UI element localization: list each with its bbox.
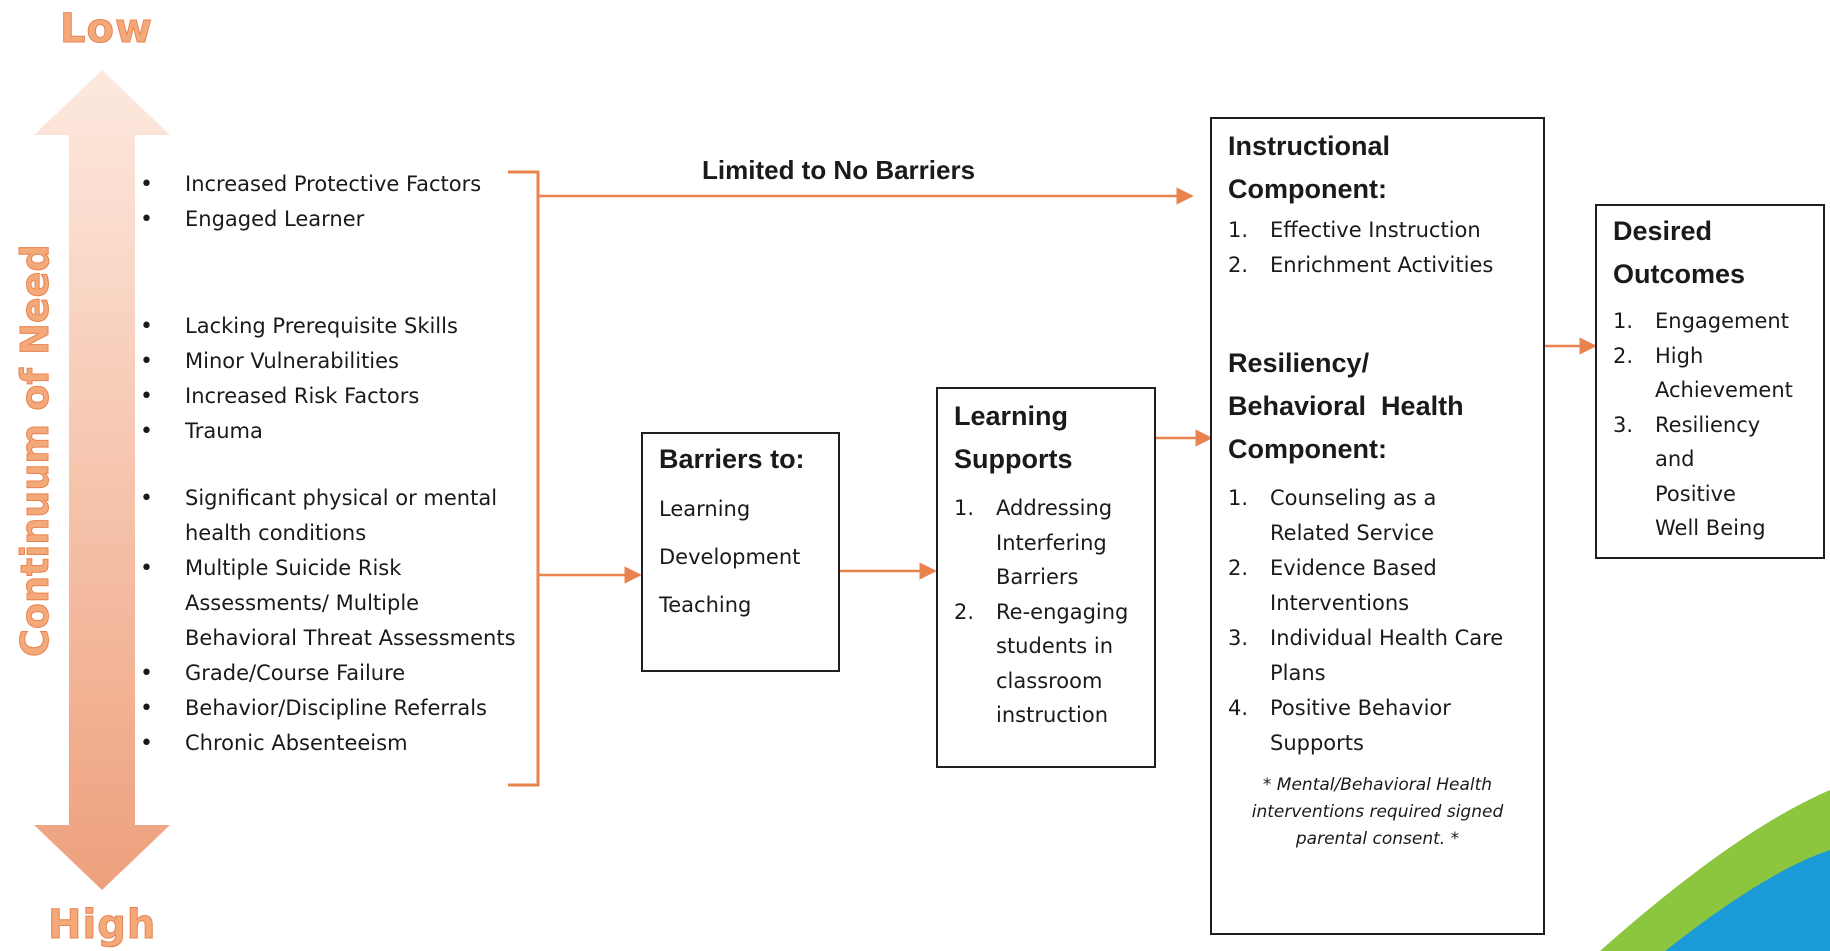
barrier-item: Teaching <box>659 593 752 617</box>
learning-supports-box: Learning Supports 1. Addressing Interferi… <box>936 387 1156 768</box>
instructional-title-line2: Component: <box>1228 174 1387 204</box>
list-number: 2. <box>954 599 975 624</box>
list-number: 4. <box>1228 696 1249 720</box>
scale-high-label: High <box>47 902 157 949</box>
barrier-item: Development <box>659 545 801 569</box>
list-number: 1. <box>1613 309 1634 333</box>
list-number: 2. <box>1613 343 1634 368</box>
outcomes-list: 1. Engagement 2. High Achievement 3. Resili… <box>1613 304 1808 546</box>
factor-item: Lacking Prerequisite Skills <box>140 309 500 344</box>
consent-note: * Mental/Behavioral Health interventions… <box>1251 775 1504 849</box>
learning-supports-title-line2: Supports <box>954 444 1073 474</box>
instructional-title-line1: Instructional <box>1228 131 1391 161</box>
instructional-list: 1. Effective Instruction 2. Enrichment Act… <box>1228 213 1527 282</box>
list-number: 1. <box>954 496 975 520</box>
list-item: 1. Addressing Interfering Barriers <box>954 491 1138 595</box>
outcomes-box: Desired Outcomes 1. Engagement 2. High Ach… <box>1595 204 1825 559</box>
list-text: Addressing Interfering Barriers <box>996 496 1113 589</box>
list-item: 3. Individual Health Care Plans <box>1228 621 1518 690</box>
factors-bracket <box>508 170 540 787</box>
continuum-of-need-label: Continuum of Need <box>13 244 58 658</box>
factor-item: Increased Protective Factors <box>140 167 500 202</box>
list-number: 1. <box>1228 486 1249 510</box>
scale-low-label: Low <box>60 6 153 53</box>
resiliency-list: 1. Counseling as a Related Service 2. Evid… <box>1228 481 1518 760</box>
learning-supports-list: 1. Addressing Interfering Barriers 2. Re-e… <box>954 491 1138 733</box>
list-number: 2. <box>1228 252 1249 277</box>
factor-item: Significant physical or mental health co… <box>140 481 525 551</box>
list-text: Enrichment Activities <box>1270 252 1494 277</box>
list-number: 1. <box>1228 218 1249 242</box>
list-text: Effective Instruction <box>1270 218 1481 242</box>
factor-item: Behavior/Discipline Referrals <box>140 691 525 726</box>
list-item: 4. Positive Behavior Supports <box>1228 691 1518 760</box>
factor-list-high-need: Significant physical or mental health co… <box>140 481 525 761</box>
list-text: Resiliency and Positive Well Being <box>1655 412 1766 541</box>
list-item: 1. Counseling as a Related Service <box>1228 481 1518 550</box>
barriers-box: Barriers to: Learning Development Teachi… <box>641 432 840 672</box>
list-text: Engagement <box>1655 309 1789 333</box>
list-number: 3. <box>1613 412 1634 437</box>
list-text: Counseling as a Related Service <box>1270 486 1437 545</box>
list-text: High Achievement <box>1655 343 1793 403</box>
list-text: Individual Health Care Plans <box>1270 626 1504 685</box>
list-item: 1. Engagement <box>1613 304 1808 339</box>
resiliency-title-line3: Component: <box>1228 434 1387 464</box>
list-text: Re-engaging students in classroom instru… <box>996 599 1129 728</box>
components-box: Instructional Component: 1. Effective Ins… <box>1210 117 1545 935</box>
list-text: Evidence Based Interventions <box>1270 556 1437 615</box>
factor-item: Chronic Absenteeism <box>140 726 525 761</box>
list-number: 3. <box>1228 626 1249 650</box>
factor-list-moderate-need: Lacking Prerequisite Skills Minor Vulner… <box>140 309 500 449</box>
list-item: 2. Enrichment Activities <box>1228 248 1527 283</box>
resiliency-title-line1: Resiliency/ <box>1228 348 1370 378</box>
list-item: 3. Resiliency and Positive Well Being <box>1613 408 1808 546</box>
factor-item: Multiple Suicide Risk Assessments/ Multi… <box>140 551 525 656</box>
factor-item: Engaged Learner <box>140 202 500 237</box>
list-number: 2. <box>1228 556 1249 580</box>
outcomes-title-line2: Outcomes <box>1613 259 1746 289</box>
barriers-title: Barriers to: <box>659 444 805 474</box>
list-item: 2. High Achievement <box>1613 339 1808 408</box>
factor-item: Trauma <box>140 414 500 449</box>
resiliency-title-line2: Behavioral Health <box>1228 391 1464 421</box>
limited-barriers-label: Limited to No Barriers <box>702 155 976 185</box>
list-item: 2. Re-engaging students in classroom inst… <box>954 595 1138 733</box>
list-item: 1. Effective Instruction <box>1228 213 1527 248</box>
outcomes-title-line1: Desired <box>1613 216 1713 246</box>
learning-supports-title-line1: Learning <box>954 401 1069 431</box>
list-item: 2. Evidence Based Interventions <box>1228 551 1518 620</box>
continuum-double-arrow <box>34 70 170 890</box>
corner-blue-swoosh <box>1665 850 1830 951</box>
factor-item: Minor Vulnerabilities <box>140 344 500 379</box>
barrier-item: Learning <box>659 497 751 521</box>
factor-item: Increased Risk Factors <box>140 379 500 414</box>
factor-item: Grade/Course Failure <box>140 656 525 691</box>
list-text: Positive Behavior Supports <box>1270 696 1451 755</box>
factor-list-low-need: Increased Protective Factors Engaged Lea… <box>140 167 500 237</box>
